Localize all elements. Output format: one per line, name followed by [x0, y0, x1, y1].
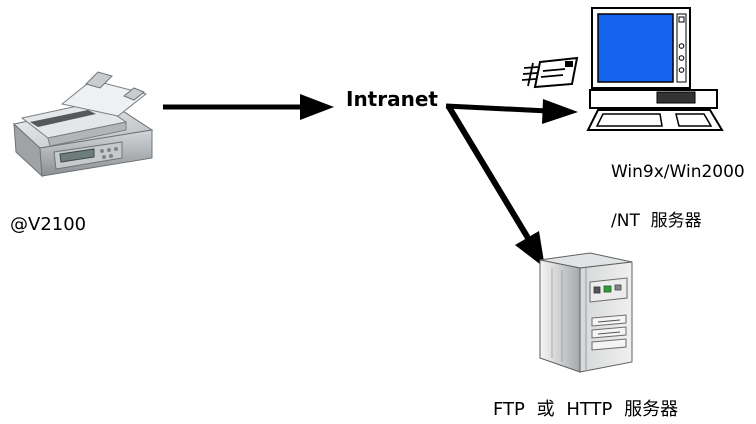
tower-side	[539, 259, 581, 373]
keyboard	[586, 109, 724, 131]
adf-front-lip	[47, 121, 127, 147]
arrow-shaft	[445, 103, 549, 114]
indicator-light	[614, 284, 622, 291]
power-button	[593, 286, 601, 294]
scanner-label: @V2100	[10, 214, 87, 235]
mail-icon	[521, 56, 579, 89]
paper-guide-right	[123, 87, 145, 101]
monitor-knob	[678, 43, 685, 49]
panel-button	[102, 155, 106, 159]
drive-bay	[591, 338, 627, 351]
panel-button	[107, 148, 111, 152]
arrow-intranet-to-ftp-http-server	[446, 105, 545, 268]
monitor-screen	[597, 13, 674, 83]
arrow-scanner-to-intranet	[163, 94, 334, 120]
panel-button	[109, 154, 113, 158]
arrow-head	[300, 94, 334, 120]
monitor-knob	[678, 55, 685, 61]
panel-button	[114, 147, 118, 151]
envelope-line	[542, 68, 566, 72]
adf-output-slot	[30, 110, 96, 127]
ftp-http-server-label: FTP 或 HTTP 服务器	[493, 399, 679, 420]
monitor-knob	[678, 67, 685, 73]
speed-line	[527, 62, 534, 87]
lcd-display	[59, 148, 95, 163]
system-unit	[589, 89, 718, 109]
keyboard-numpad	[675, 113, 713, 127]
arrow-head	[542, 99, 578, 124]
windows-server-label-line1: Win9x/Win2000	[611, 162, 745, 182]
scanner-icon	[12, 71, 154, 178]
speed-line	[523, 66, 539, 69]
keyboard-main-keys	[595, 113, 663, 127]
arrow-intranet-to-windows-server	[445, 99, 578, 124]
envelope-stamp	[565, 61, 573, 67]
desktop-computer-icon	[586, 7, 724, 131]
tower-server-icon	[539, 252, 633, 373]
power-indicator	[678, 16, 685, 23]
panel-button	[100, 149, 104, 153]
drive-slot-line	[597, 331, 621, 335]
arrow-head	[515, 231, 545, 268]
drive-slot-line	[597, 319, 621, 323]
intranet-label: Intranet	[346, 87, 438, 111]
envelope-line	[540, 74, 564, 78]
windows-server-label-line2: /NT 服务器	[611, 211, 702, 231]
paper-guide-left	[85, 71, 113, 89]
arrow-shaft	[446, 105, 531, 240]
status-light	[603, 285, 612, 293]
drive-slot	[656, 91, 696, 104]
adf-input-tray	[60, 79, 148, 117]
